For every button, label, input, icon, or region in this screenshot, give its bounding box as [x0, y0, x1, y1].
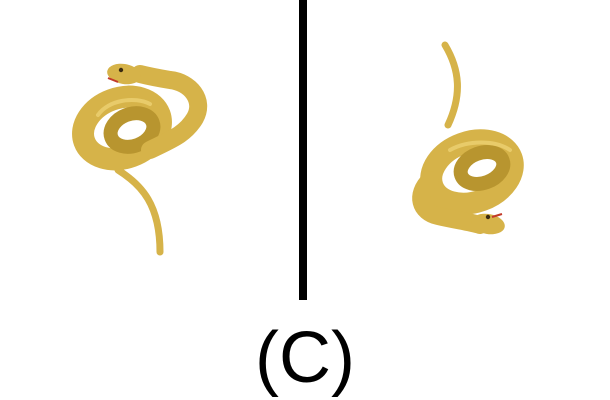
snake-icon — [72, 63, 208, 256]
snake-icon — [412, 41, 524, 235]
right-panel — [310, 0, 610, 300]
divider-line — [299, 0, 307, 300]
left-panel — [0, 0, 300, 300]
figure-caption: (C) — [255, 318, 355, 398]
